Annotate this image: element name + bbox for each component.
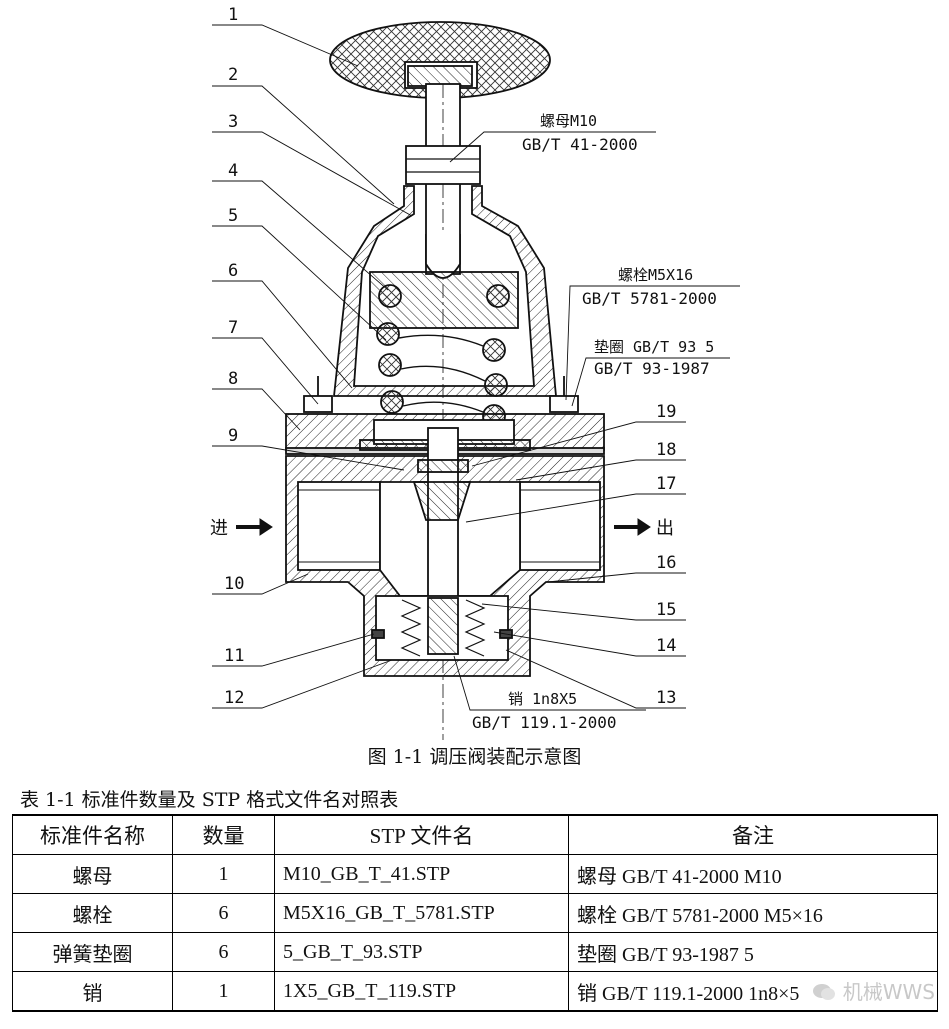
part-number: 2 [228,65,238,85]
inlet-arrow [236,518,273,536]
part-number: 19 [656,402,676,422]
valve-assembly-drawing: 1 2 3 4 5 6 7 8 9 10 11 12 13 14 15 16 1… [210,5,740,740]
callout-bolt-std: GB/T 5781-2000 [582,289,717,308]
cell-remarks: 螺母 GB/T 41-2000 M10 [568,854,938,894]
part-number: 11 [224,646,244,666]
watermark: 机械WWS [812,976,935,1005]
table-row: 螺栓 6 M5X16_GB_T_5781.STP 螺栓 GB/T 5781-20… [12,893,938,933]
table-row: 螺母 1 M10_GB_T_41.STP 螺母 GB/T 41-2000 M10 [12,854,938,894]
outlet-arrow [614,518,651,536]
cell-part-name: 弹簧垫圈 [12,932,173,972]
cell-remarks: 销 GB/T 119.1-2000 1n8×5 [568,971,938,1012]
cell-stp-file: M10_GB_T_41.STP [274,854,569,894]
callout-washer-name: 垫圈 GB/T 93 5 [594,338,714,356]
part-number: 9 [228,426,238,446]
valve-section [236,21,651,740]
table-header-row: 标准件名称 数量 STP 文件名 备注 [12,814,938,855]
part-number: 13 [656,688,676,708]
part-number-labels: 1 2 3 4 5 6 7 8 9 10 11 12 13 14 15 16 1… [224,5,676,708]
callout-bolt-name: 螺栓M5X16 [618,266,693,284]
cell-part-name: 螺母 [12,854,173,894]
part-number: 6 [228,261,238,281]
callout-pin-name: 销 1n8X5 [508,690,577,708]
callout-nut-std: GB/T 41-2000 [522,135,638,154]
callout-pin-std: GB/T 119.1-2000 [472,713,617,732]
part-number: 12 [224,688,244,708]
figure-caption: 图 1-1 调压阀装配示意图 [367,746,582,768]
table-row: 销 1 1X5_GB_T_119.STP 销 GB/T 119.1-2000 1… [12,971,938,1012]
part-number: 4 [228,161,238,181]
return-spring [400,599,486,657]
inlet-port [297,481,381,571]
part-number: 3 [228,112,238,132]
cell-stp-file: 5_GB_T_93.STP [274,932,569,972]
part-number: 17 [656,474,676,494]
col-header-quantity: 数量 [172,814,275,855]
table-row: 弹簧垫圈 6 5_GB_T_93.STP 垫圈 GB/T 93-1987 5 [12,932,938,972]
cell-stp-file: 1X5_GB_T_119.STP [274,971,569,1012]
outlet-label: 出 [656,518,674,539]
cell-quantity: 1 [172,854,275,894]
bonnet [332,185,557,397]
cell-remarks: 垫圈 GB/T 93-1987 5 [568,932,938,972]
part-number: 15 [656,600,676,620]
part-number: 8 [228,369,238,389]
nut-m10 [405,145,481,185]
col-header-part-name: 标准件名称 [12,814,173,855]
inlet-label: 进 [210,518,228,539]
part-number: 5 [228,206,238,226]
col-header-stp-file: STP 文件名 [274,814,569,855]
cell-quantity: 6 [172,893,275,933]
cell-quantity: 1 [172,971,275,1012]
standard-part-callouts: 螺母M10 GB/T 41-2000 螺栓M5X16 GB/T 5781-200… [210,112,717,732]
table-caption: 表 1-1 标准件数量及 STP 格式文件名对照表 [20,789,399,811]
cell-remarks: 螺栓 GB/T 5781-2000 M5×16 [568,893,938,933]
callout-washer-std: GB/T 93-1987 [594,359,710,378]
chat-bubble-icon [813,984,836,1000]
col-header-remarks: 备注 [568,814,938,855]
part-number: 14 [656,636,676,656]
callout-nut-name: 螺母M10 [540,112,597,130]
cell-quantity: 6 [172,932,275,972]
part-number: 7 [228,318,238,338]
main-spring [376,322,508,428]
cell-part-name: 螺栓 [12,893,173,933]
part-number: 10 [224,574,244,594]
part-number: 16 [656,553,676,573]
part-number: 1 [228,5,238,25]
part-number: 18 [656,440,676,460]
standard-parts-table: 标准件名称 数量 STP 文件名 备注 螺母 1 M10_GB_T_41.STP… [12,814,938,1012]
watermark-text: 机械WWS [842,980,935,1004]
outlet-port [519,481,601,571]
cell-part-name: 销 [12,971,173,1012]
cell-stp-file: M5X16_GB_T_5781.STP [274,893,569,933]
leader-lines [212,24,740,711]
